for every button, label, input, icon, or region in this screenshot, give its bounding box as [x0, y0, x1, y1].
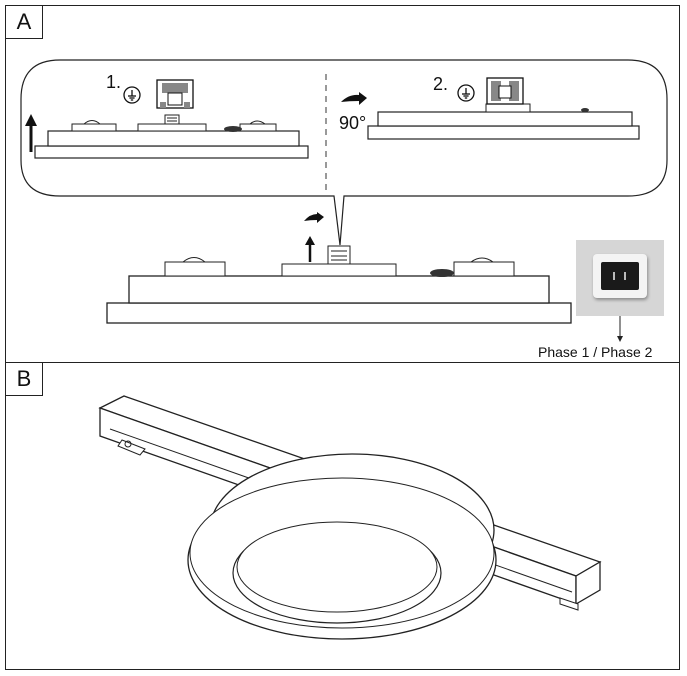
phase-switch-photo — [576, 240, 664, 316]
phase-switch-rocker — [601, 262, 639, 290]
panel-a-label: A — [6, 6, 43, 39]
phase-caption: Phase 1 / Phase 2 — [538, 344, 653, 360]
step-2-number: 2. — [433, 74, 449, 94]
step-1-number: 1. — [106, 72, 122, 92]
panel-b: B — [5, 363, 680, 670]
panel-b-label: B — [6, 363, 43, 396]
rotation-label: 90° — [339, 113, 367, 133]
switch-plate — [593, 254, 647, 298]
